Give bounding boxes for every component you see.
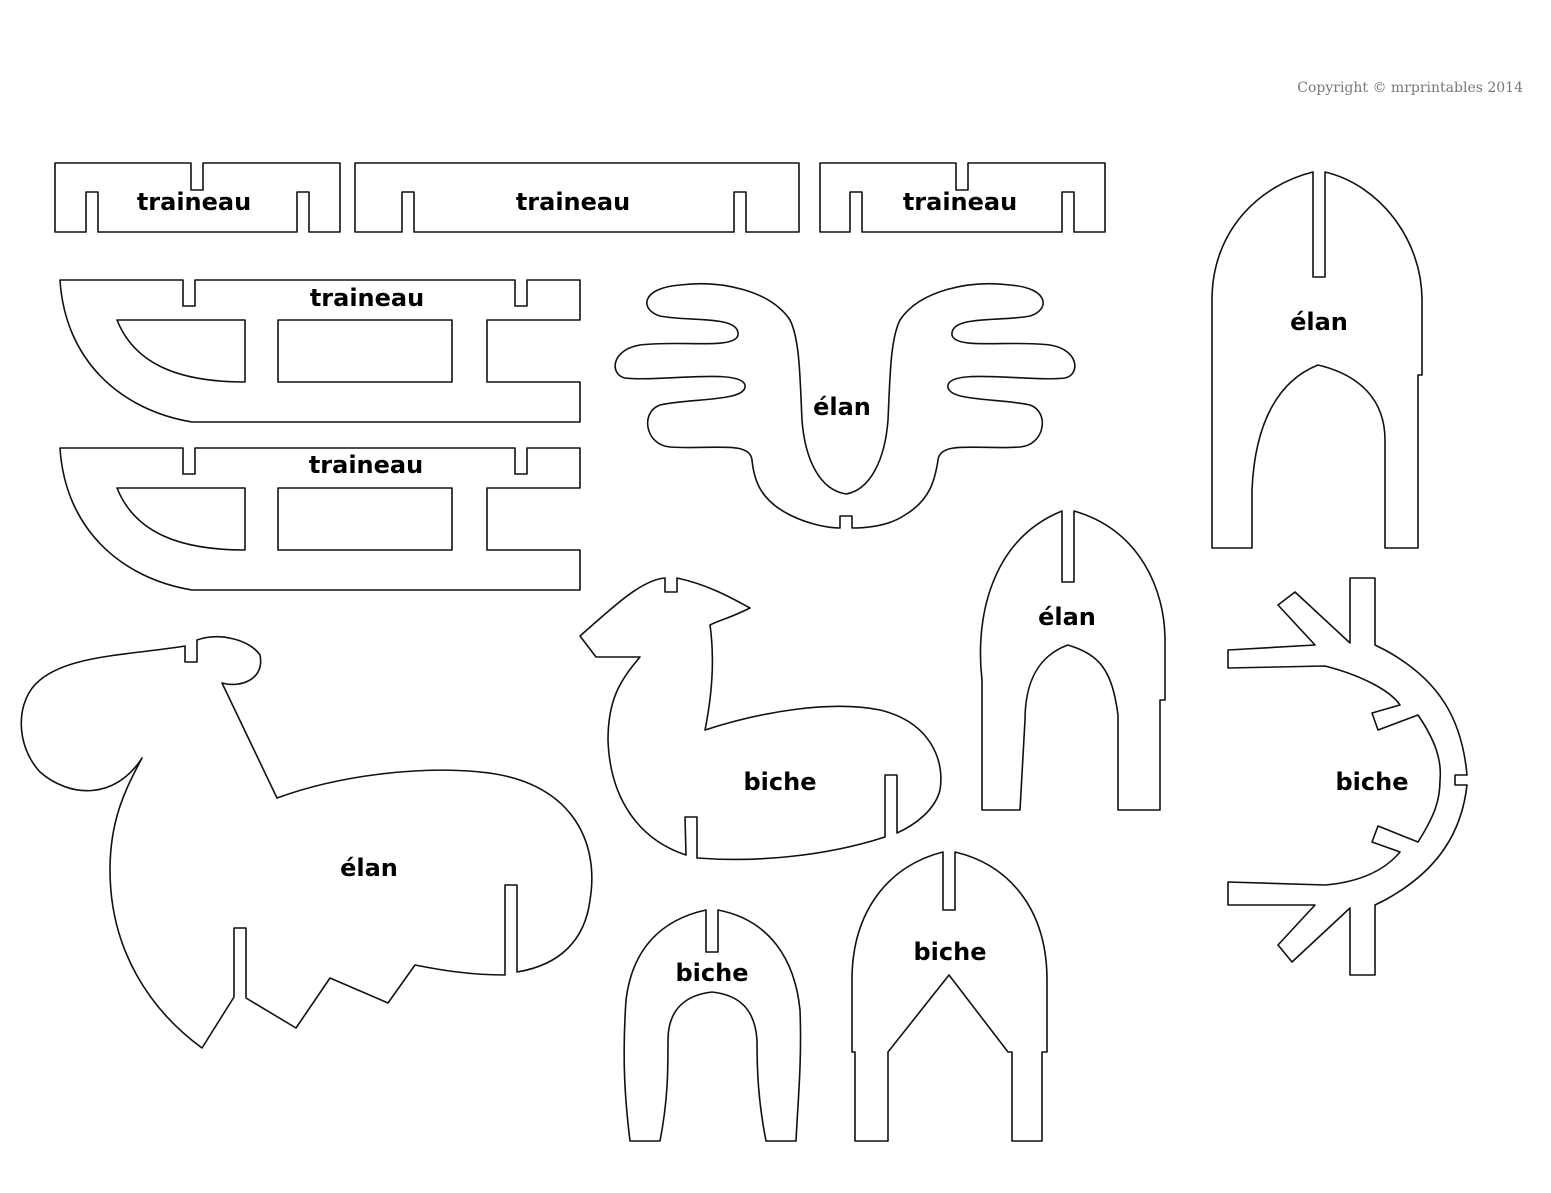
sled-slat-1	[54, 162, 341, 233]
doe-leg-arch-large	[851, 851, 1048, 1142]
label-elan-arch-large: élan	[1290, 308, 1348, 336]
moose-leg-arch-small	[979, 510, 1166, 811]
label-biche-body: biche	[743, 768, 817, 796]
label-elan-arch-small: élan	[1038, 603, 1096, 631]
label-biche-antlers: biche	[1335, 768, 1409, 796]
label-elan-body: élan	[340, 854, 398, 882]
doe-antlers	[1227, 577, 1468, 976]
moose-body	[20, 636, 593, 1049]
label-traineau-3: traineau	[902, 188, 1018, 216]
moose-leg-arch-large	[1211, 171, 1423, 549]
moose-antlers	[614, 282, 1076, 529]
sled-slat-2	[354, 162, 800, 233]
label-biche-arch-small: biche	[675, 959, 749, 987]
copyright-notice: Copyright © mrprintables 2014	[1297, 80, 1523, 96]
label-traineau-5: traineau	[308, 451, 424, 479]
label-traineau-2: traineau	[515, 188, 631, 216]
label-elan-antlers: élan	[813, 393, 871, 421]
label-biche-arch-large: biche	[913, 938, 987, 966]
doe-leg-arch-small	[623, 909, 802, 1142]
label-traineau-1: traineau	[136, 188, 252, 216]
label-traineau-4: traineau	[309, 284, 425, 312]
sled-runner-1	[59, 279, 581, 423]
doe-body	[579, 577, 942, 861]
sled-runner-2	[59, 447, 581, 591]
sled-slat-3	[819, 162, 1106, 233]
